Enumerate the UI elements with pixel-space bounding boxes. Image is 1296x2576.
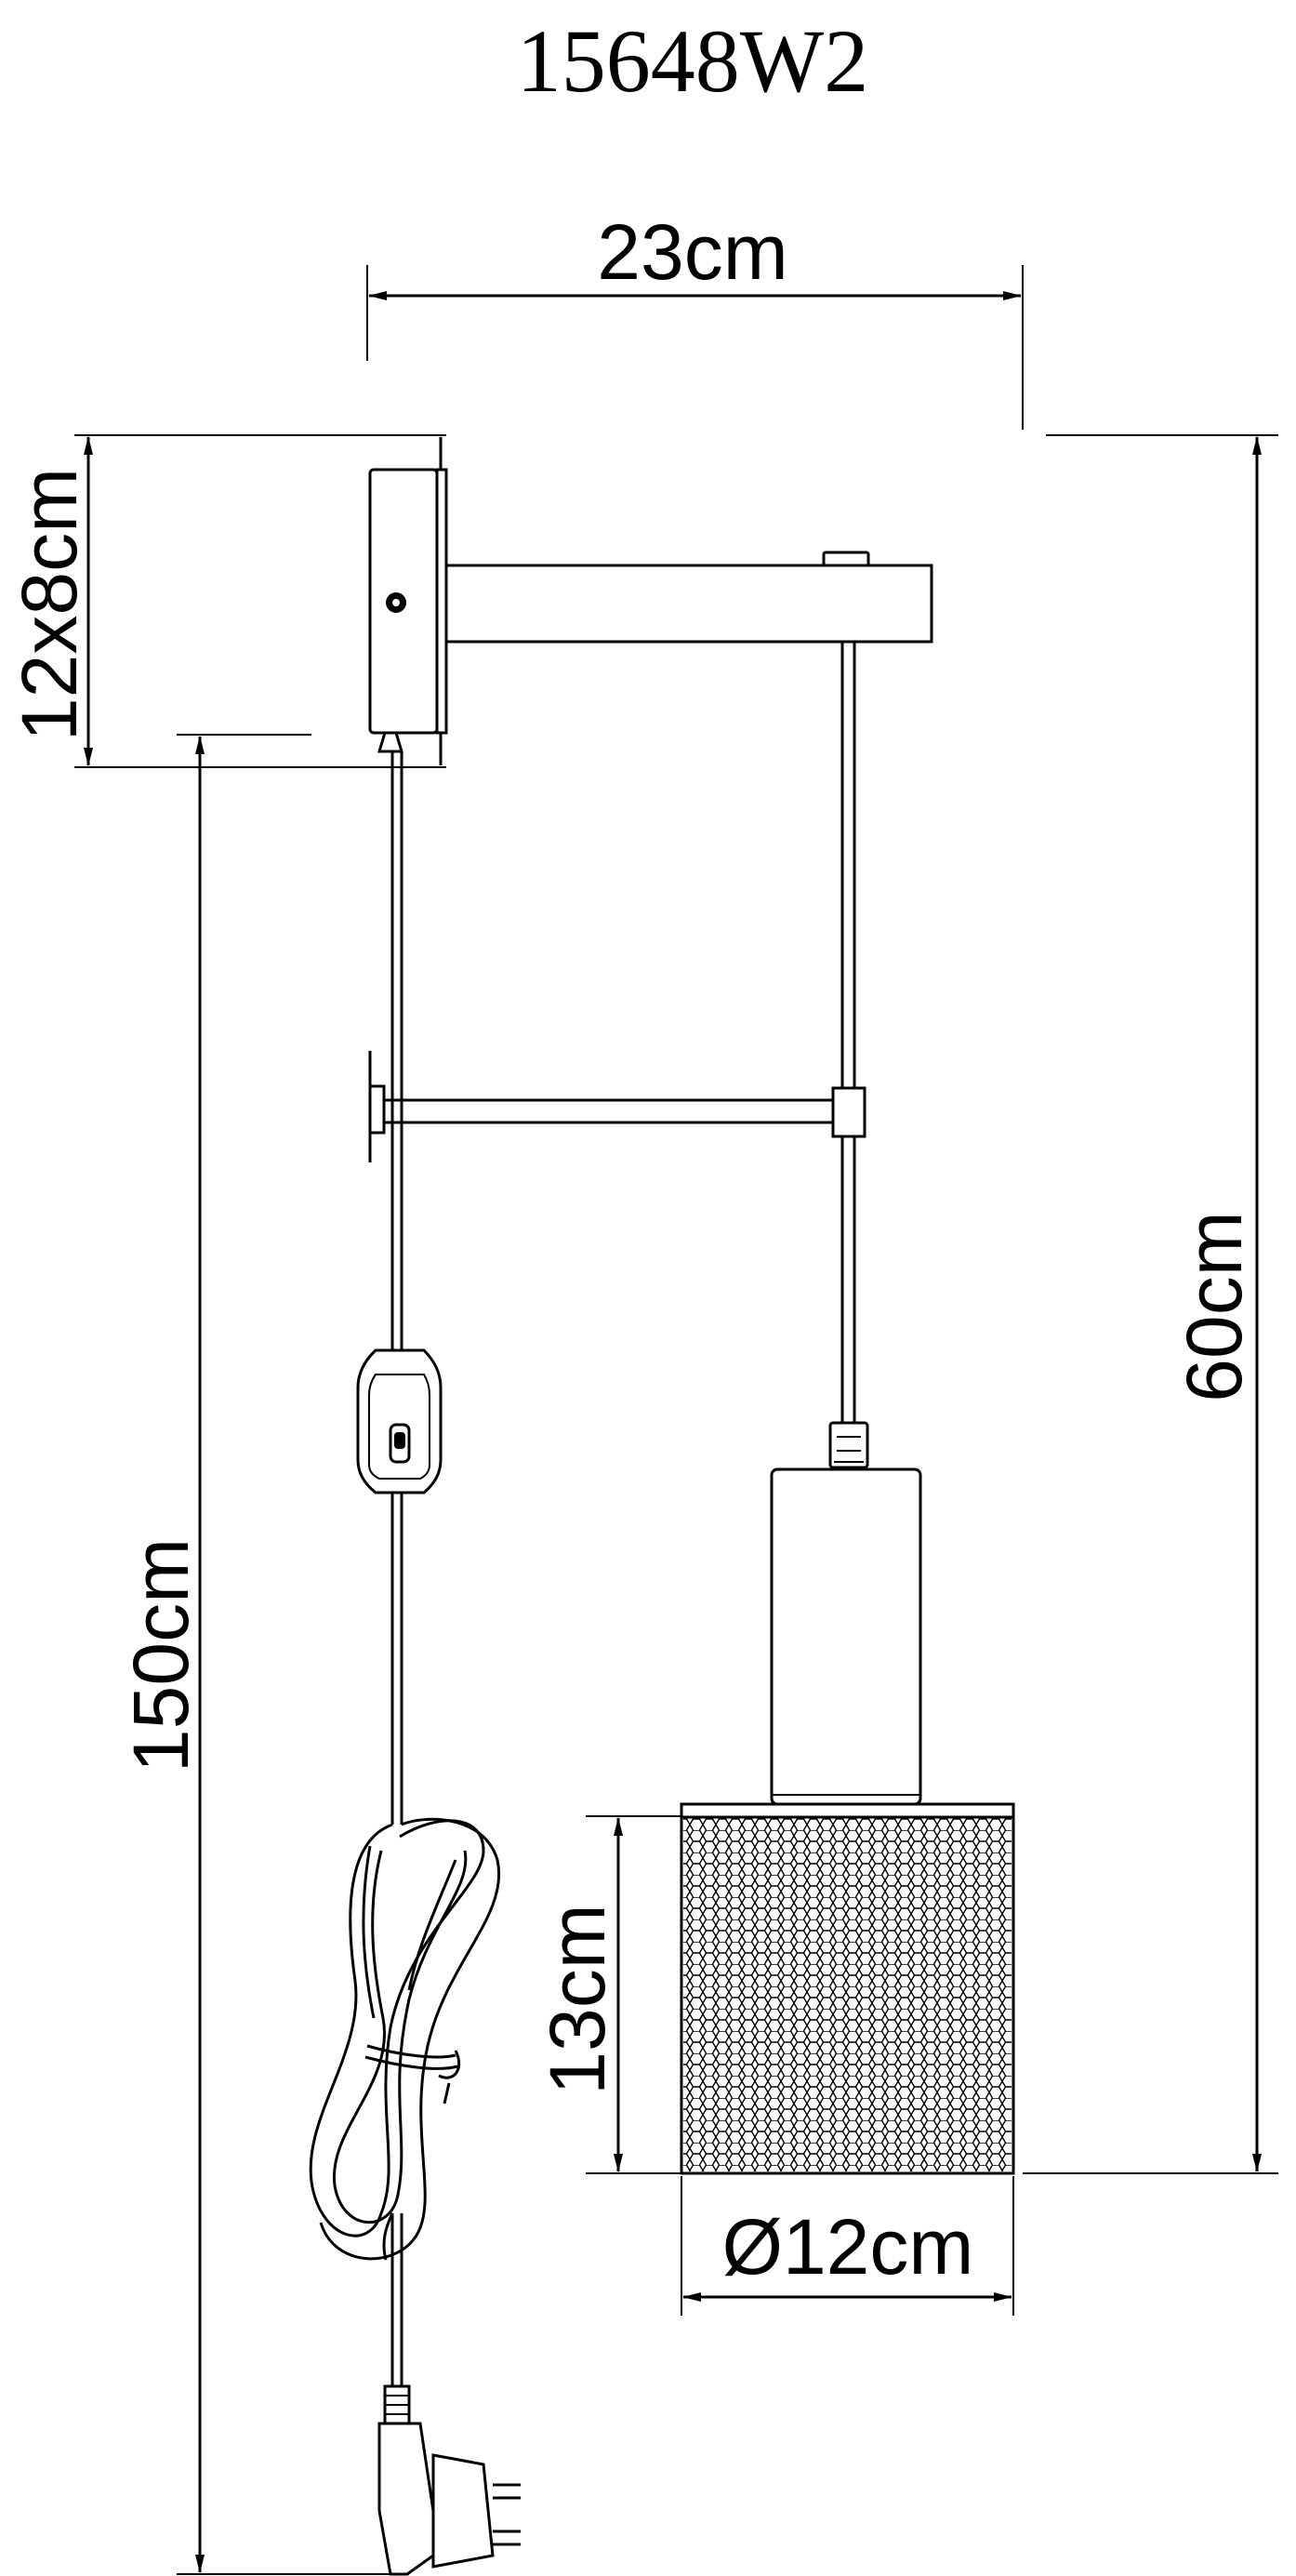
width-dimension: 23cm xyxy=(366,208,1024,430)
drop-dimension: 60cm xyxy=(1023,434,1278,2174)
cable-length-dimension-label: 150cm xyxy=(117,1538,205,1773)
lamp-holder xyxy=(770,1467,922,1806)
cord-strain-relief xyxy=(828,1421,869,1469)
shade-diameter-dimension: Ø12cm xyxy=(681,2176,1014,2316)
width-dimension-label: 23cm xyxy=(597,208,787,296)
cable-clip-bracket xyxy=(368,1051,866,1162)
wall-backplate xyxy=(368,437,448,765)
cable-length-dimension: 150cm xyxy=(117,736,409,2575)
lamp-arm xyxy=(444,551,933,644)
shade-diameter-dimension-label: Ø12cm xyxy=(722,2203,974,2291)
drop-dimension-label: 60cm xyxy=(1170,1211,1258,1401)
shade-height-dimension: 13cm xyxy=(534,1815,683,2174)
backplate-dimension-label: 12x8cm xyxy=(6,468,93,741)
shade-height-dimension-label: 13cm xyxy=(534,1904,621,2094)
power-plug xyxy=(377,2384,521,2576)
model-number-title: 15648W2 xyxy=(517,11,869,111)
pendant-cord xyxy=(840,642,856,1423)
backplate-dimension: 12x8cm xyxy=(6,434,446,768)
power-cable xyxy=(377,731,404,2386)
inline-switch xyxy=(356,1348,443,1494)
perforated-shade xyxy=(680,1802,1015,2175)
coiled-cable xyxy=(309,1817,501,2261)
